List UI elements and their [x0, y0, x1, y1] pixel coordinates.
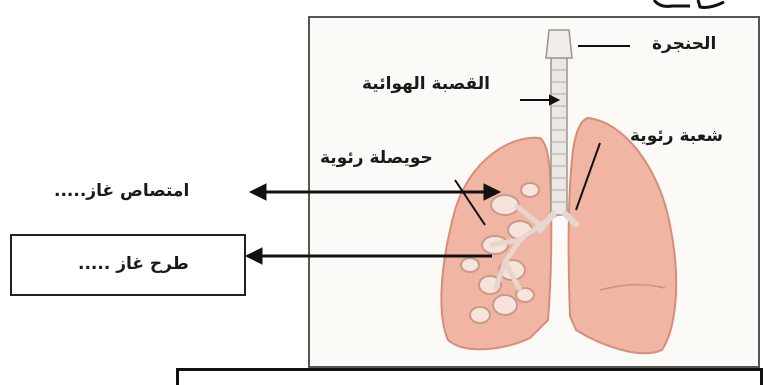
label-larynx: الحنجرة [652, 34, 716, 54]
expel-gas-box: طرح غاز ..... [10, 234, 246, 296]
label-trachea: القصبة الهوائية [362, 74, 490, 94]
bottom-bar [176, 368, 763, 385]
label-expel-gas: طرح غاز ..... [78, 254, 189, 274]
trachea [551, 55, 567, 215]
label-bronchus: شعبة رئوية [630, 126, 723, 146]
label-absorb-gas: امتصاص غاز..... [54, 181, 189, 201]
lung-right [569, 118, 676, 353]
larynx [546, 30, 572, 58]
label-alveolus: حويصلة رئوية [320, 148, 433, 168]
